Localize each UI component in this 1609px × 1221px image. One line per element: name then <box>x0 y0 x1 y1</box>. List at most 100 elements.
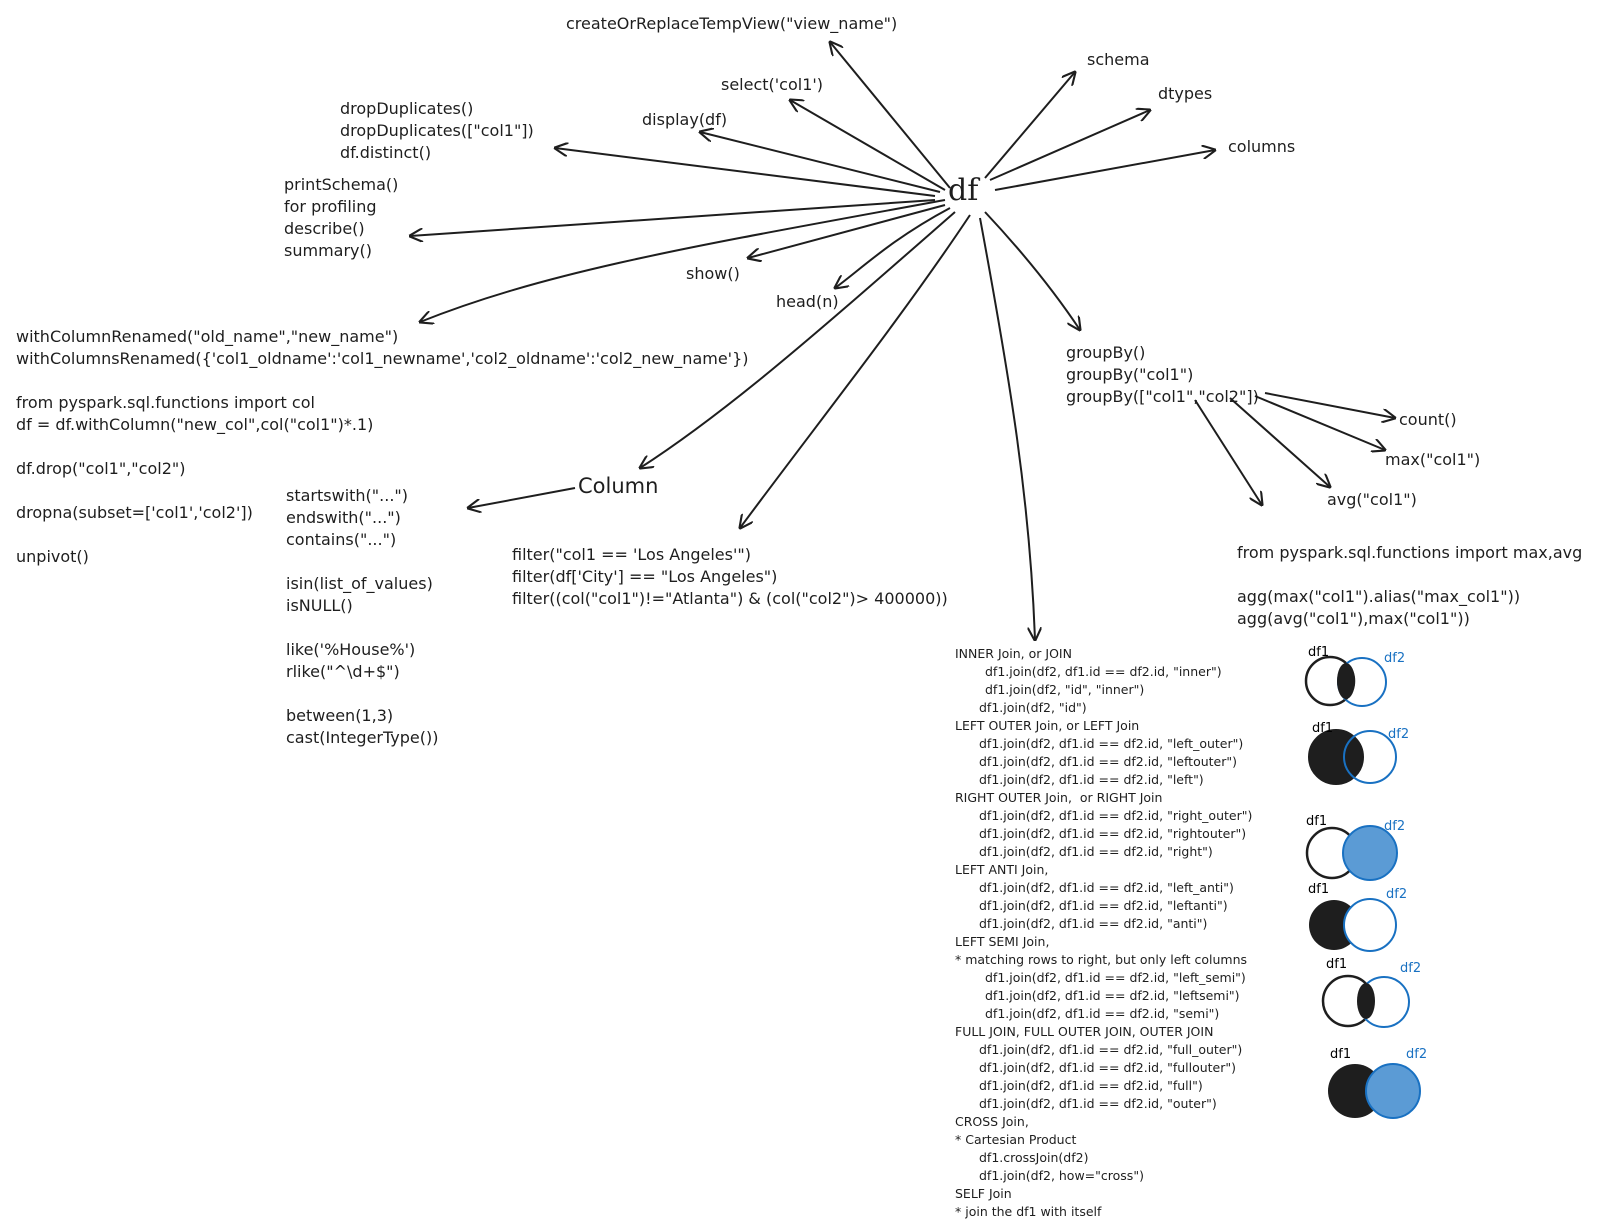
transform-line: withColumnRenamed("old_name","new_name") <box>16 327 399 346</box>
arrow-temp-view <box>830 42 951 189</box>
column-method-line: endswith("...") <box>286 508 401 527</box>
venn-left <box>1308 729 1397 785</box>
dtypes-label: dtypes <box>1158 84 1213 103</box>
join-line: LEFT ANTI Join, <box>955 862 1049 877</box>
venn-anti-df2: df2 <box>1386 887 1408 902</box>
column-method-line: startswith("...") <box>286 486 409 505</box>
arrow-select <box>790 100 946 191</box>
show-label: show() <box>686 264 740 283</box>
column-node: Column <box>578 474 659 498</box>
join-line: df1.crossJoin(df2) <box>979 1150 1089 1165</box>
display-label: display(df) <box>642 110 728 129</box>
filter-line: filter(df['City'] == "Los Angeles") <box>512 567 778 586</box>
join-line: df1.join(df2, df1.id == df2.id, "left_an… <box>979 880 1234 895</box>
join-line: df1.join(df2, df1.id == df2.id, "leftant… <box>979 898 1228 913</box>
arrow-show <box>748 204 946 258</box>
transform-line <box>16 370 749 392</box>
venn-anti-df1: df1 <box>1308 882 1330 897</box>
column-method-line: contains("...") <box>286 530 397 549</box>
join-line: RIGHT OUTER Join, or RIGHT Join <box>955 790 1163 805</box>
arrow-column-methods <box>468 487 576 508</box>
venn-right-df1: df1 <box>1306 814 1328 829</box>
agg-line: agg(avg("col1"),max("col1")) <box>1237 609 1470 628</box>
venn-full-df2: df2 <box>1406 1047 1428 1062</box>
venn-semi-df1: df1 <box>1326 957 1348 972</box>
groupby-block: groupBy() groupBy("col1") groupBy(["col1… <box>1066 342 1259 408</box>
venn-inner <box>1304 655 1387 707</box>
join-line: * Cartesian Product <box>955 1132 1077 1147</box>
temp-view-label: createOrReplaceTempView("view_name") <box>566 14 898 33</box>
arrow-dtypes <box>989 110 1150 181</box>
schema-label: schema <box>1087 50 1150 69</box>
groupby-line: groupBy() <box>1066 343 1146 362</box>
venn-inner-df2: df2 <box>1384 651 1406 666</box>
transform-line: withColumnsRenamed({'col1_oldname':'col1… <box>16 349 749 368</box>
join-line: df1.join(df2, df1.id == df2.id, "right_o… <box>979 808 1253 823</box>
join-line: df1.join(df2, "id", "inner") <box>985 682 1145 697</box>
arrow-joins <box>979 217 1035 640</box>
join-line: df1.join(df2, df1.id == df2.id, "semi") <box>985 1006 1220 1021</box>
column-method-line: isNULL() <box>286 596 353 615</box>
venn-inner-df1: df1 <box>1308 645 1330 660</box>
max-label: max("col1") <box>1385 450 1481 469</box>
join-line: LEFT SEMI Join, <box>955 934 1050 949</box>
column-method-line: between(1,3) <box>286 706 394 725</box>
venn-left-df1: df1 <box>1312 721 1334 736</box>
arrow-filter <box>740 214 971 528</box>
venn-right <box>1305 825 1398 881</box>
join-line: * join the df1 with itself <box>955 1204 1102 1219</box>
column-method-line: isin(list_of_values) <box>286 574 433 593</box>
join-line: df1.join(df2, df1.id == df2.id, "fullout… <box>979 1060 1237 1075</box>
agg-line: agg(max("col1").alias("max_col1")) <box>1237 587 1521 606</box>
venn-full-df1: df1 <box>1330 1047 1352 1062</box>
join-line: df1.join(df2, "id") <box>979 700 1087 715</box>
join-line: SELF Join <box>955 1186 1012 1201</box>
transform-line: dropna(subset=['col1','col2']) <box>16 503 253 522</box>
joins-block: INNER Join, or JOIN df1.join(df2, df1.id … <box>955 645 1252 1221</box>
join-line: LEFT OUTER Join, or LEFT Join <box>955 718 1140 733</box>
join-line: CROSS Join, <box>955 1114 1029 1129</box>
transform-line: unpivot() <box>16 547 89 566</box>
column-method-line: rlike("^\d+$") <box>286 662 400 681</box>
transform-line: from pyspark.sql.functions import col <box>16 393 315 412</box>
arrow-dedup <box>555 148 936 197</box>
avg-label: avg("col1") <box>1327 490 1417 509</box>
join-line: df1.join(df2, how="cross") <box>979 1168 1144 1183</box>
venn-left-df2: df2 <box>1388 727 1410 742</box>
groupby-line: groupBy("col1") <box>1066 365 1194 384</box>
profiling-line: describe() <box>284 219 365 238</box>
transforms-block: withColumnRenamed("old_name","new_name")… <box>16 326 749 568</box>
join-line: df1.join(df2, df1.id == df2.id, "left") <box>979 772 1204 787</box>
join-line: df1.join(df2, df1.id == df2.id, "full_ou… <box>979 1042 1243 1057</box>
arrow-display <box>700 132 941 193</box>
join-line: df1.join(df2, df1.id == df2.id, "inner") <box>985 664 1222 679</box>
venn-semi-df2: df2 <box>1400 961 1422 976</box>
join-line: INNER Join, or JOIN <box>955 646 1072 661</box>
columns-label: columns <box>1228 137 1296 156</box>
arrow-count <box>1264 392 1395 418</box>
dedup-line: df.distinct() <box>340 143 432 162</box>
filter-block: filter("col1 == 'Los Angeles'") filter(d… <box>512 544 948 610</box>
filter-line: filter((col("col1")!="Atlanta") & (col("… <box>512 589 948 608</box>
profiling-line: printSchema() <box>284 175 399 194</box>
arrow-schema <box>984 72 1075 179</box>
groupby-line: groupBy(["col1","col2"]) <box>1066 387 1259 406</box>
dedup-line: dropDuplicates() <box>340 99 474 118</box>
arrow-head <box>835 207 951 288</box>
join-line: df1.join(df2, df1.id == df2.id, "left_ou… <box>979 736 1244 751</box>
agg-line <box>1237 564 1582 586</box>
venn-semi <box>1321 974 1410 1028</box>
join-line: df1.join(df2, df1.id == df2.id, "rightou… <box>979 826 1247 841</box>
transform-line <box>16 436 749 458</box>
join-line: df1.join(df2, df1.id == df2.id, "full") <box>979 1078 1203 1093</box>
select-label: select('col1') <box>721 75 824 94</box>
venn-right-df2: df2 <box>1384 819 1406 834</box>
transform-line: df = df.withColumn("new_col",col("col1")… <box>16 415 374 434</box>
venn-anti <box>1309 898 1397 952</box>
agg-import-block: from pyspark.sql.functions import max,av… <box>1237 542 1582 630</box>
head-label: head(n) <box>776 292 839 311</box>
join-line: df1.join(df2, df1.id == df2.id, "outer") <box>979 1096 1217 1111</box>
join-line: df1.join(df2, df1.id == df2.id, "left_se… <box>985 970 1246 985</box>
filter-line: filter("col1 == 'Los Angeles'") <box>512 545 751 564</box>
